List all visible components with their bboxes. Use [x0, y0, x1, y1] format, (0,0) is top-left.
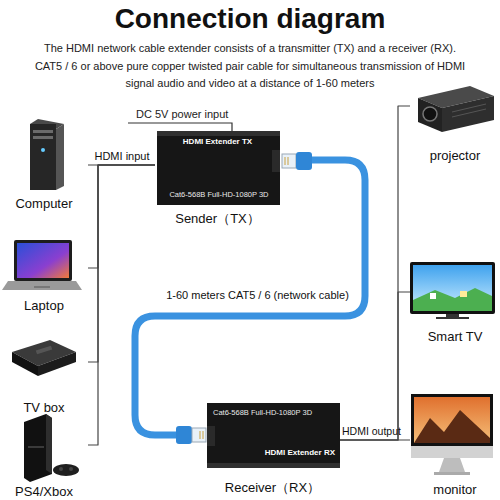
display-device: monitor [410, 388, 500, 500]
device-label: Computer [0, 196, 88, 212]
source-device: TV box [0, 328, 88, 412]
device-label: Smart TV [410, 329, 500, 345]
transmitter-box: HDMI Extender TX Cat6-568B Full-HD-1080P … [155, 128, 285, 228]
smart-tv-illustration [410, 262, 495, 319]
device-model-text: HDMI Extender TX [155, 137, 280, 147]
game-console-illustration [24, 414, 79, 482]
hdmi-wire [340, 292, 410, 440]
hdmi-wire [340, 439, 410, 440]
computer-illustration [30, 119, 64, 190]
source-device: Computer [0, 118, 88, 214]
edge-label: HDMI input [90, 150, 154, 163]
projector-illustration [418, 86, 494, 132]
device-model-text: Cat6-568B Full-HD-1080P 3D [159, 190, 279, 199]
diagram-title: Connection diagram [0, 2, 500, 36]
receiver-device [207, 403, 340, 468]
source-device: Laptop [0, 228, 88, 316]
device-label: Sender（TX） [155, 211, 280, 227]
receiver-box: HDMI Extender RX Cat6-568B Full-HD-1080P … [205, 400, 340, 500]
power-leader-line [128, 123, 232, 131]
hdmi-wire [88, 165, 155, 445]
power-input-label: DC 5V power input [136, 108, 286, 121]
source-device: PS4/Xbox [0, 412, 88, 500]
rj45-plug [176, 426, 206, 444]
device-label: Receiver（RX） [205, 480, 340, 496]
laptop-illustration [2, 240, 82, 290]
display-device: projector [410, 70, 500, 166]
hdmi-wire [340, 106, 410, 440]
edge-label: 1-60 meters CAT5 / 6 (network cable) [155, 289, 360, 302]
rj45-plug [282, 152, 312, 170]
device-label: monitor [410, 482, 500, 498]
display-device: Smart TV [410, 255, 500, 347]
device-model-text: HDMI Extender RX [245, 448, 335, 458]
device-label: PS4/Xbox [0, 484, 88, 500]
device-label: Laptop [0, 298, 88, 314]
device-model-text: Cat6-568B Full-HD-1080P 3D [213, 408, 338, 417]
device-label: TV box [0, 400, 88, 416]
tv-box-illustration [12, 340, 76, 376]
device-label: projector [410, 148, 500, 164]
network-cable [135, 160, 365, 435]
edge-label: HDMI output [342, 425, 408, 438]
description-text: The HDMI network cable extender consists… [30, 40, 470, 93]
monitor-illustration [411, 394, 493, 475]
